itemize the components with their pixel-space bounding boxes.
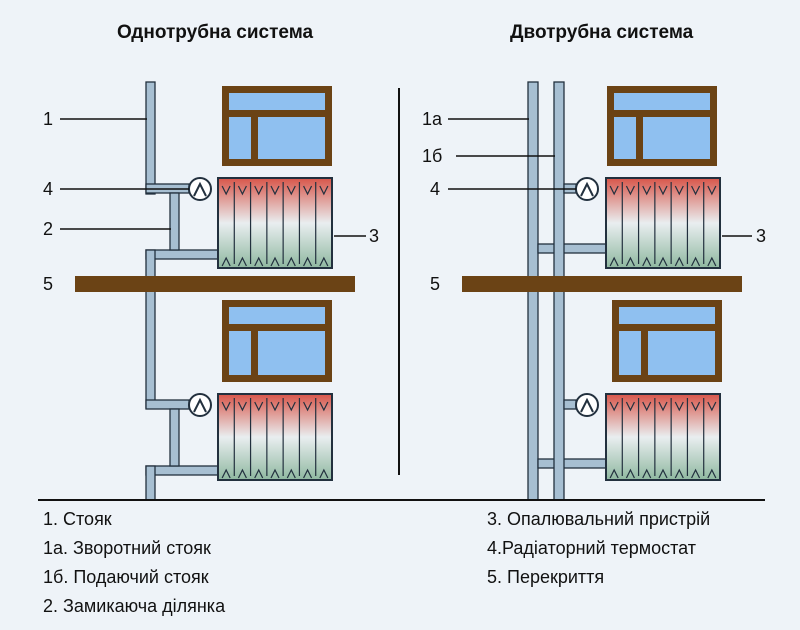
legend-item: 1б. Подаючий стояк — [43, 567, 209, 587]
callout-5: 5 — [430, 274, 440, 294]
two-pipe-system: 1а 1б 4 5 3 — [422, 81, 766, 501]
callout-3: 3 — [756, 226, 766, 246]
legend-item: 5. Перекриття — [487, 567, 605, 587]
legend-item: 1а. Зворотний стояк — [43, 538, 211, 558]
title-two-pipe: Двотрубна система — [510, 22, 694, 43]
radiator-icon — [605, 177, 721, 481]
window-icon — [222, 86, 332, 382]
legend-left: 1. Стояк 1а. Зворотний стояк 1б. Подаючи… — [43, 505, 225, 621]
floor-slab — [75, 276, 355, 292]
callout-lines — [60, 118, 366, 237]
callout-4: 4 — [43, 179, 53, 199]
callout-1a: 1а — [422, 109, 443, 129]
thermostat-valve-icon — [188, 177, 212, 417]
window-icon — [607, 86, 722, 382]
callout-5: 5 — [43, 274, 53, 294]
legend-item: 2. Замикаюча ділянка — [43, 596, 226, 616]
radiator-icon — [217, 177, 333, 481]
callout-4: 4 — [430, 179, 440, 199]
callout-lines — [448, 118, 752, 237]
callout-1: 1 — [43, 109, 53, 129]
legend-item: 3. Опалювальний пристрій — [487, 509, 711, 529]
callout-1b: 1б — [422, 146, 442, 166]
legend-right: 3. Опалювальний пристрій 4.Радіаторний т… — [487, 505, 710, 592]
legend-item: 4.Радіаторний термостат — [487, 538, 697, 558]
thermostat-valve-icon — [575, 177, 599, 417]
callout-2: 2 — [43, 219, 53, 239]
callout-3: 3 — [369, 226, 379, 246]
bypass-pipe — [169, 192, 180, 467]
single-pipe-system: 1 4 2 5 3 — [43, 81, 379, 501]
floor-slab — [462, 276, 742, 292]
title-single-pipe: Однотрубна система — [117, 22, 314, 43]
legend-item: 1. Стояк — [43, 509, 112, 529]
